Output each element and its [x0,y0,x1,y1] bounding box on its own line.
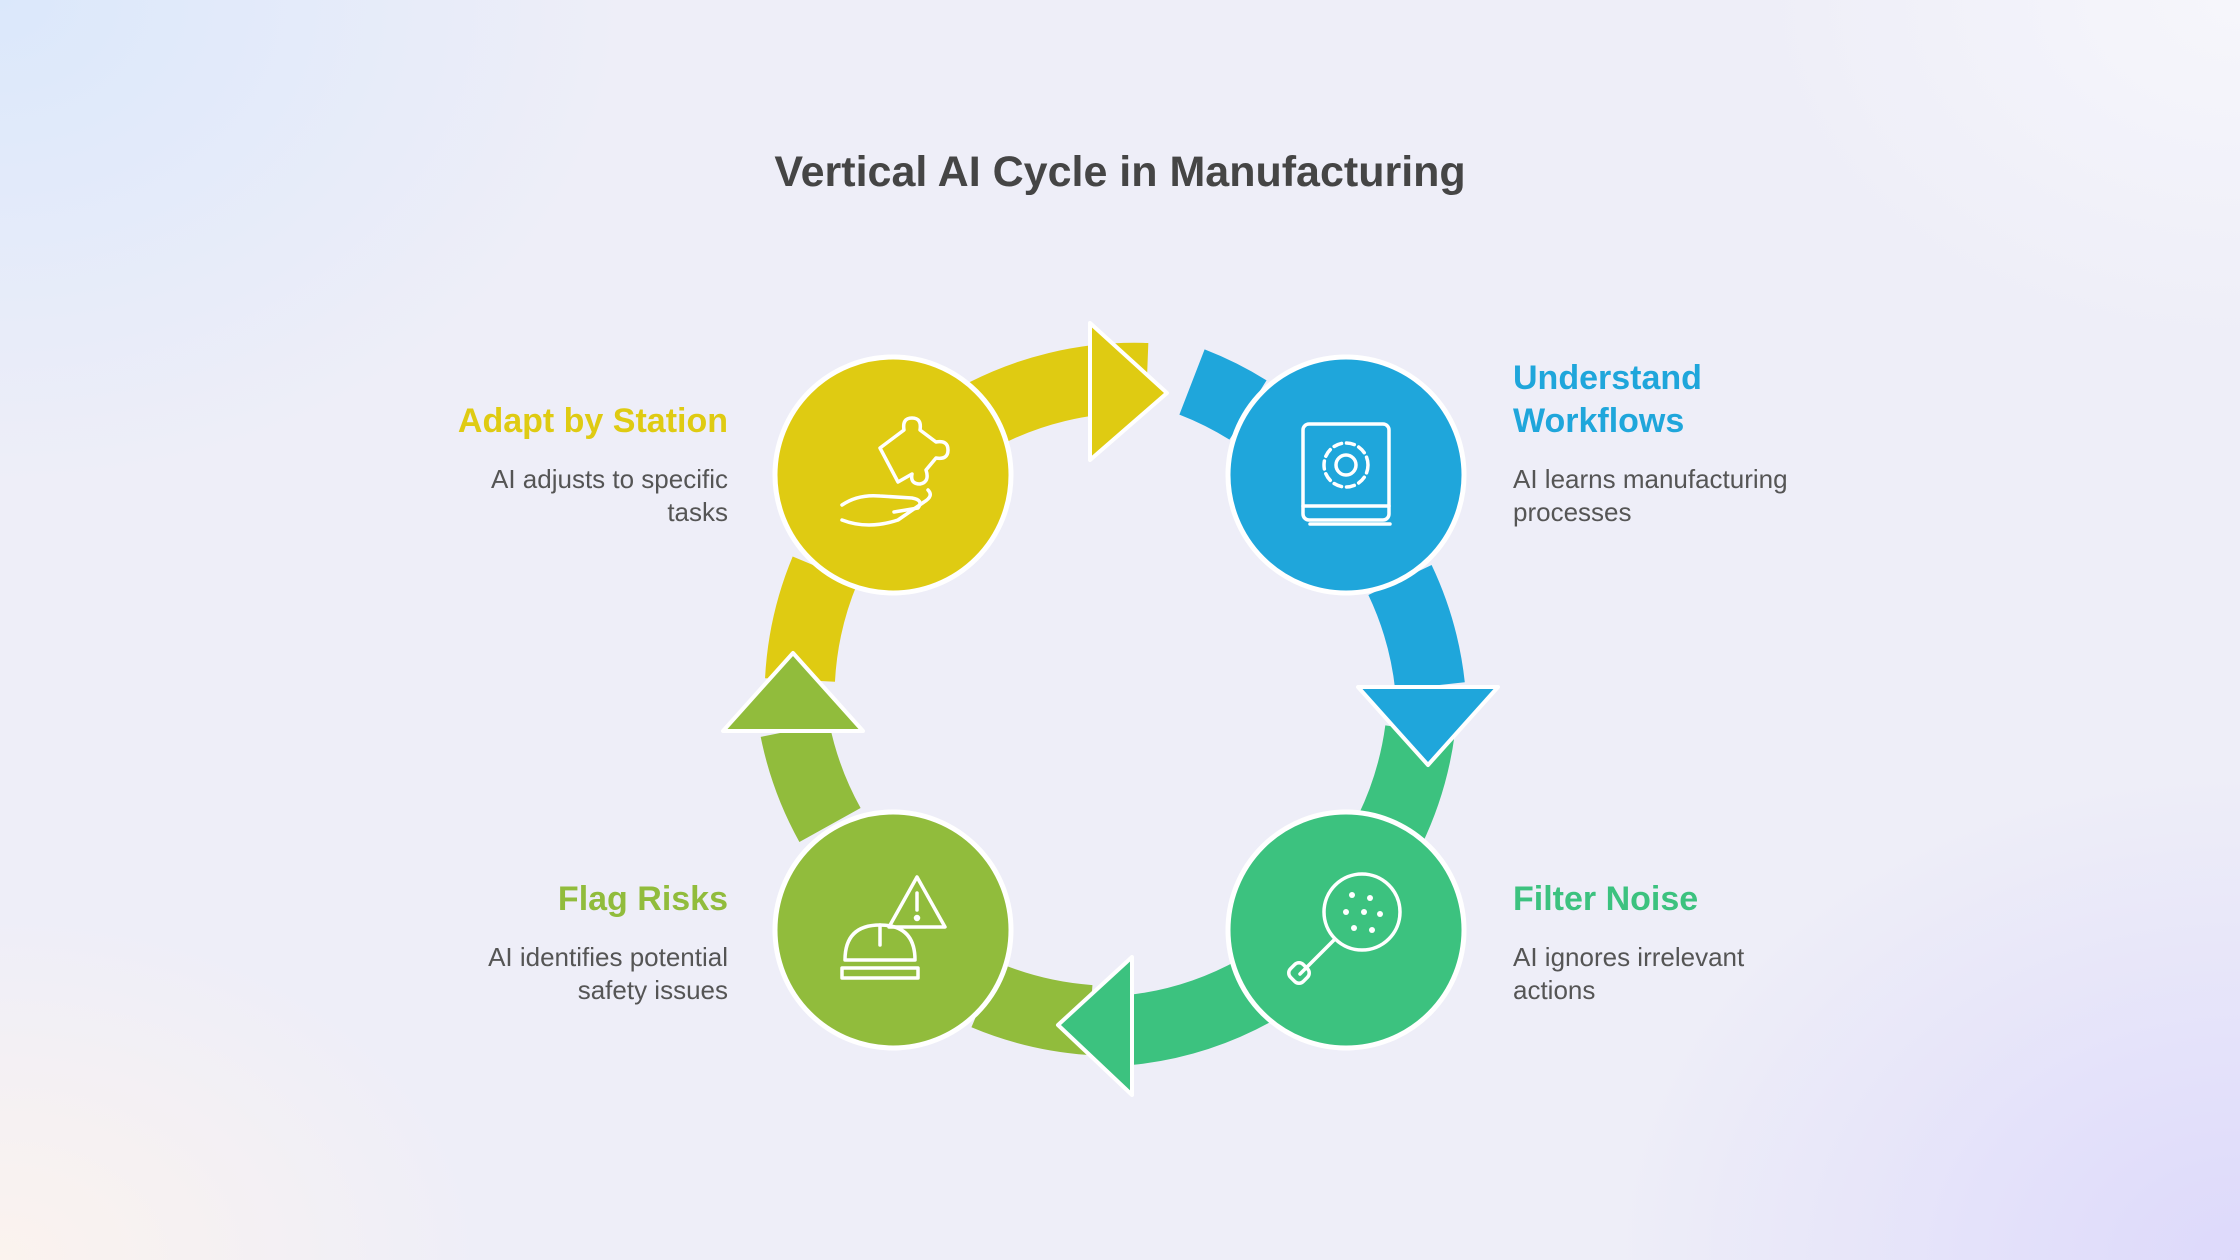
arc-filter-to-flag [1125,959,1274,1065]
step-adapt-node [772,354,1014,596]
hardhat-warning-icon [840,875,947,980]
step-understand-node [1225,354,1467,596]
book-gear-icon [1301,422,1392,526]
arc-understand-to-filter-lower [1368,564,1465,691]
step-filter-title: Filter Noise [1513,880,1699,918]
step-flag-title: Flag Risks [557,880,728,918]
arrowhead-yellow [1088,321,1169,462]
dotted-magnifier-icon [1287,872,1402,985]
step-flag-node [772,809,1014,1051]
arrowhead-blue [1356,685,1500,767]
puzzle-hand-icon [840,416,950,527]
diagram-title: Vertical AI Cycle in Manufacturing [774,148,1466,196]
arc-flag-to-adapt [760,722,861,842]
arc-understand-to-filter [1178,349,1267,440]
arrowhead-olive [721,651,865,733]
step-adapt-title: Adapt by Station [457,402,728,440]
step-filter-node [1225,809,1467,1051]
arrowhead-green [1056,955,1134,1097]
